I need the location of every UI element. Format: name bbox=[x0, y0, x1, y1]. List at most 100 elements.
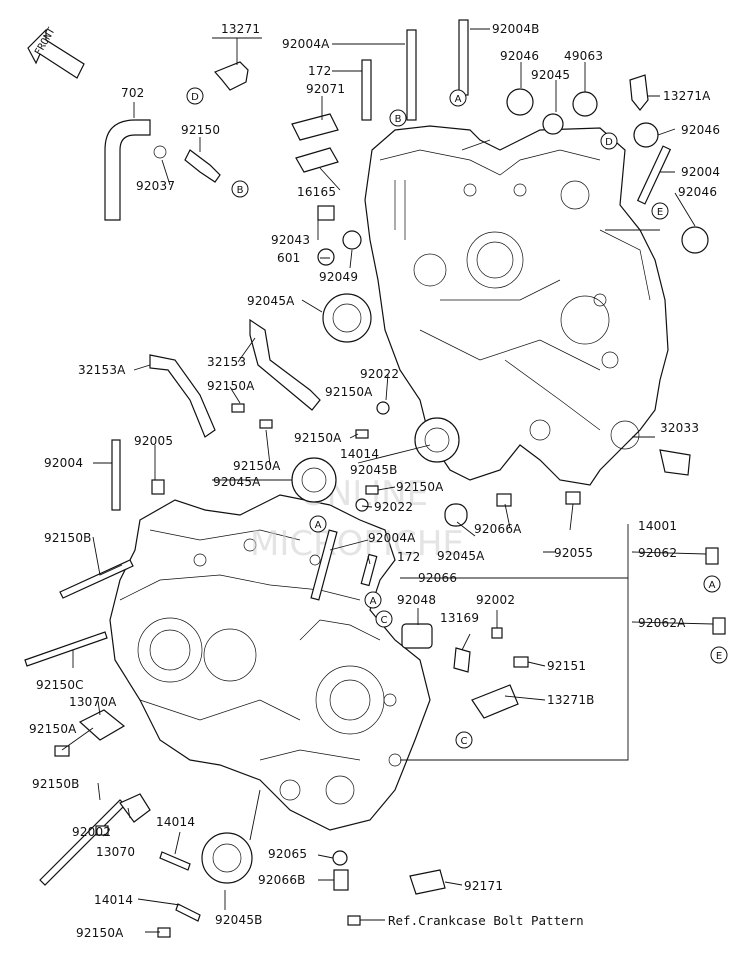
label-92043-top: 92043 bbox=[271, 233, 310, 247]
part-13271A bbox=[629, 74, 649, 111]
label-172-mid: 172 bbox=[397, 550, 421, 564]
label-92062: 92062 bbox=[638, 546, 677, 560]
bolt-92002-left bbox=[95, 825, 109, 836]
ref-circle-B-top: B bbox=[231, 180, 249, 198]
ref-D-right-label: D bbox=[605, 137, 613, 148]
label-13070A: 13070A bbox=[69, 695, 117, 709]
part-13271 bbox=[213, 61, 249, 91]
parts bbox=[24, 19, 726, 938]
upper-crankcase bbox=[364, 125, 669, 486]
label-92071: 92071 bbox=[306, 82, 345, 96]
ref-E-right-label: E bbox=[657, 207, 663, 218]
bolt-ref bbox=[347, 915, 361, 926]
label-92150C: 92150C bbox=[36, 678, 84, 692]
ref-A-lower-label: A bbox=[370, 596, 377, 607]
washer-92022-top bbox=[376, 401, 390, 415]
ref-D-top-label: D bbox=[191, 92, 199, 103]
bolt-92150A-1 bbox=[231, 403, 245, 413]
ref-B-top-label: B bbox=[237, 185, 244, 196]
ref-A-mid-label: A bbox=[315, 520, 322, 531]
stud-92004B bbox=[458, 19, 469, 96]
washer-92065 bbox=[332, 850, 348, 866]
part-13070A bbox=[78, 709, 126, 741]
label-14014-low: 14014 bbox=[156, 815, 195, 829]
label-92066B: 92066B bbox=[258, 873, 306, 887]
part-92171 bbox=[409, 869, 446, 895]
part-92037-clamp bbox=[153, 145, 167, 159]
label-14014-bot: 14014 bbox=[94, 893, 133, 907]
ref-circle-A-right: A bbox=[703, 575, 721, 593]
label-14001: 14001 bbox=[638, 519, 677, 533]
part-14014-bot bbox=[175, 903, 201, 922]
reference-circles: D B B A D E A A bbox=[186, 87, 728, 749]
part-92062A bbox=[712, 617, 726, 635]
label-92045A-low: 92045A bbox=[437, 549, 485, 563]
bearing-92045B-mid bbox=[414, 417, 460, 463]
bolt-92150A-5 bbox=[365, 485, 379, 495]
bolt-92151 bbox=[513, 656, 529, 668]
part-labels: 13271 702 92150 92037 172 92004A 92071 1… bbox=[29, 22, 720, 940]
stud-92004A-top bbox=[406, 29, 417, 121]
bolt-92150C bbox=[24, 631, 108, 667]
stud-92004A-mid bbox=[310, 529, 338, 601]
label-13271: 13271 bbox=[221, 22, 260, 36]
label-92022-mid: 92022 bbox=[374, 500, 413, 514]
label-92066A: 92066A bbox=[474, 522, 522, 536]
ref-circle-E-bottom: E bbox=[710, 646, 728, 664]
bearing-49063 bbox=[572, 91, 598, 117]
part-92071 bbox=[291, 113, 339, 141]
label-92045A-top: 92045A bbox=[247, 294, 295, 308]
label-16165: 16165 bbox=[297, 185, 336, 199]
part-13271B bbox=[471, 684, 519, 719]
bolt-92002-right bbox=[491, 627, 503, 639]
label-92004A-mid: 92004A bbox=[368, 531, 416, 545]
ref-E-bottom-label: E bbox=[716, 651, 722, 662]
label-92150B-1: 92150B bbox=[44, 531, 92, 545]
bearing-92046-a bbox=[506, 88, 534, 116]
label-92065: 92065 bbox=[268, 847, 307, 861]
label-13169: 13169 bbox=[440, 611, 479, 625]
label-92005: 92005 bbox=[134, 434, 173, 448]
leader-lines bbox=[61, 28, 714, 933]
label-92046-b: 92046 bbox=[681, 123, 720, 137]
part-92043-right bbox=[565, 491, 581, 505]
ref-circle-A-upper: A bbox=[449, 89, 467, 107]
ref-circle-D-top: D bbox=[186, 87, 204, 105]
bearing-92045 bbox=[542, 113, 564, 135]
label-601: 601 bbox=[277, 251, 301, 265]
bearing-92045A-mid bbox=[291, 457, 337, 503]
stud-92004-right bbox=[636, 145, 672, 205]
label-92151: 92151 bbox=[547, 659, 586, 673]
label-92150A-5: 92150A bbox=[396, 480, 444, 494]
stud-172-top bbox=[361, 59, 372, 121]
ref-C-low-label: C bbox=[461, 736, 468, 747]
label-92048: 92048 bbox=[397, 593, 436, 607]
label-702: 702 bbox=[121, 86, 145, 100]
part-13070 bbox=[119, 793, 151, 823]
label-92004-right: 92004 bbox=[681, 165, 720, 179]
label-92150A-bot: 92150A bbox=[76, 926, 124, 940]
label-92055: 92055 bbox=[554, 546, 593, 560]
label-13271B: 13271B bbox=[547, 693, 595, 707]
ref-circle-C-mid: C bbox=[375, 610, 393, 628]
part-92150-fitting bbox=[184, 149, 221, 183]
ref-A-right-label: A bbox=[709, 580, 716, 591]
label-92037: 92037 bbox=[136, 179, 175, 193]
label-92045B-bot: 92045B bbox=[215, 913, 263, 927]
label-92022-top: 92022 bbox=[360, 367, 399, 381]
label-92150B-2: 92150B bbox=[32, 777, 80, 791]
label-13070: 13070 bbox=[96, 845, 135, 859]
bearing-92046-b bbox=[633, 122, 659, 148]
label-92066: 92066 bbox=[418, 571, 457, 585]
label-92150A-2: 92150A bbox=[325, 385, 373, 399]
label-32153: 32153 bbox=[207, 355, 246, 369]
label-92045A-mid: 92045A bbox=[213, 475, 261, 489]
stud-92004-left bbox=[111, 439, 121, 511]
ref-circle-C-low: C bbox=[455, 731, 473, 749]
part-92066A bbox=[496, 493, 512, 507]
ref-circle-A-lower: A bbox=[364, 591, 382, 609]
label-92150-top: 92150 bbox=[181, 123, 220, 137]
part-14014-low bbox=[159, 851, 191, 871]
part-92066B bbox=[333, 869, 349, 891]
